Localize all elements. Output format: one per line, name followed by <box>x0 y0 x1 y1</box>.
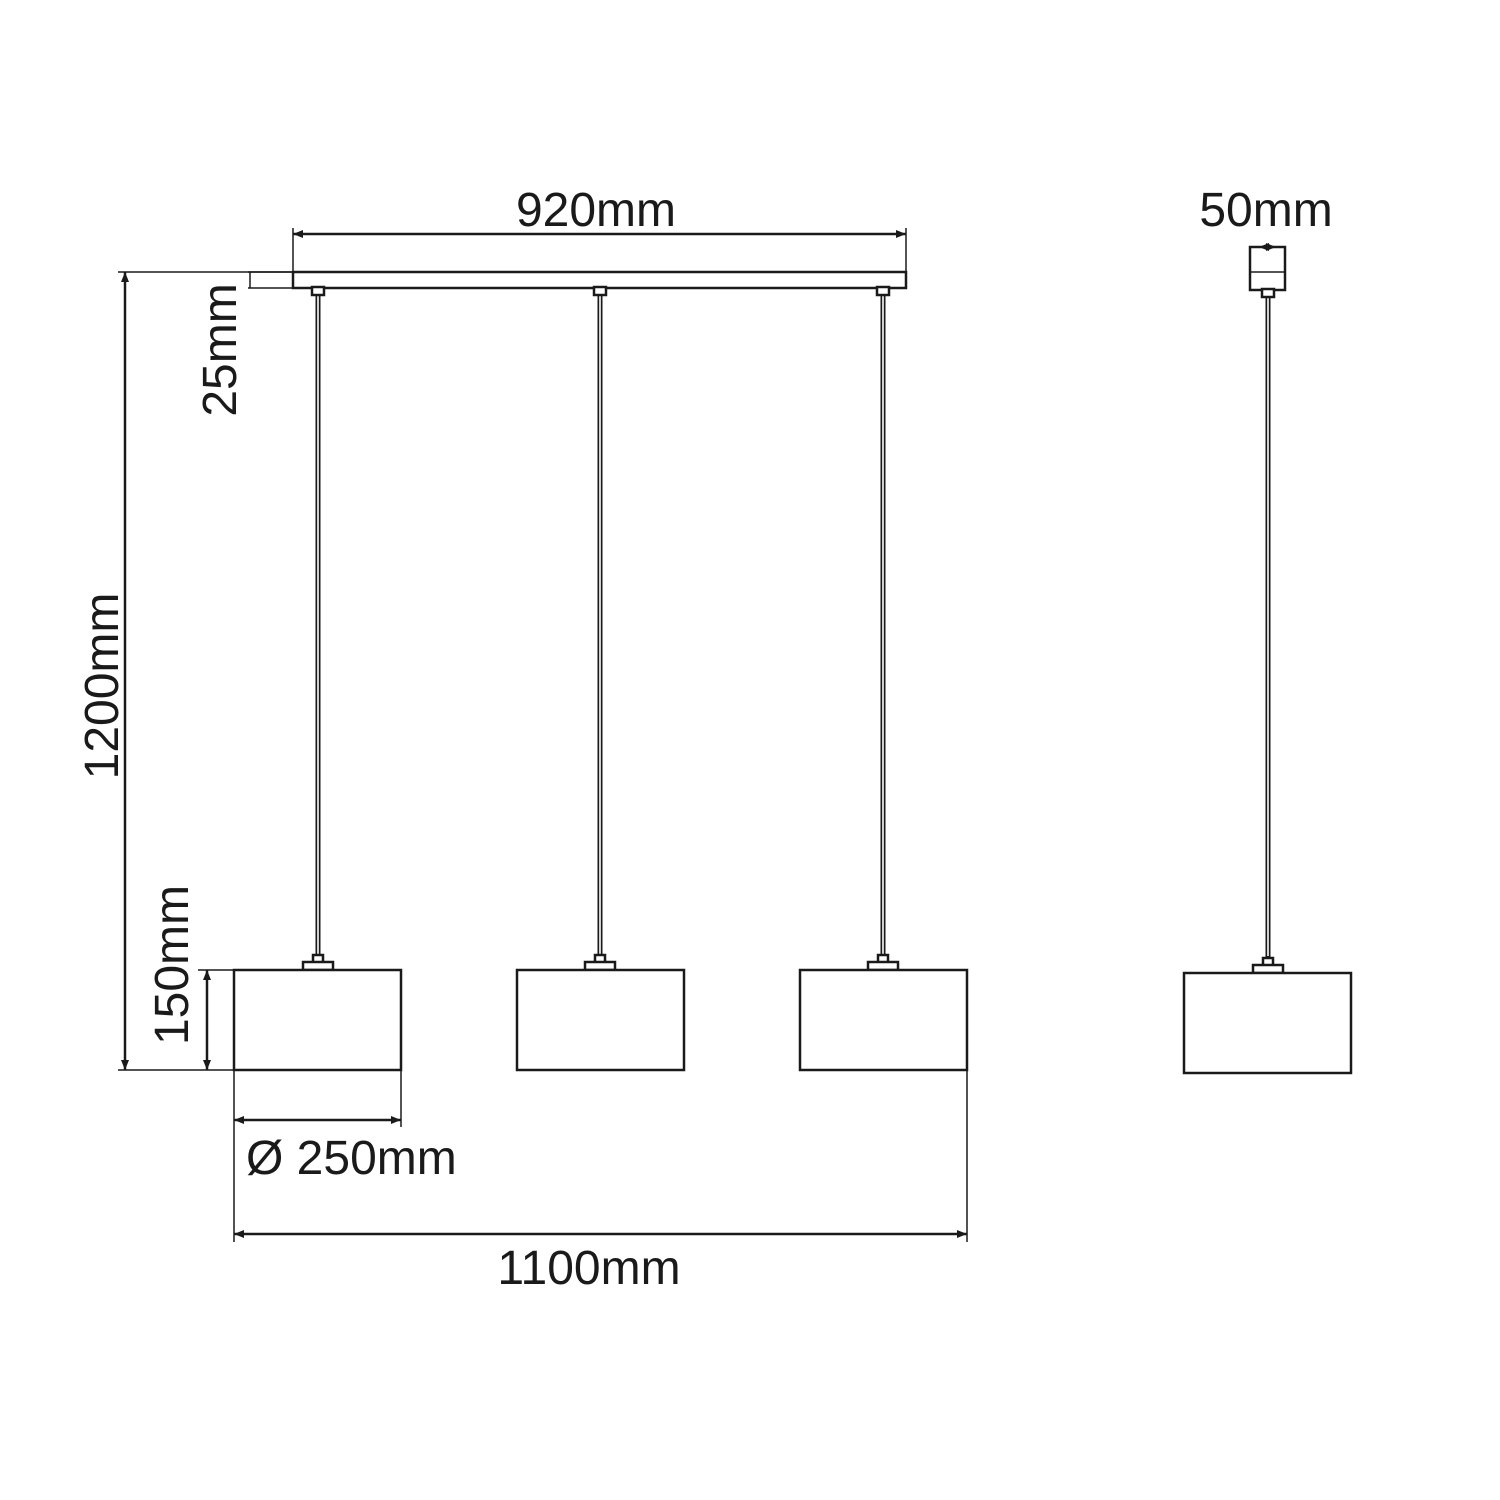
label-canopy-height: 25mm <box>194 283 247 416</box>
lamp-shade-1 <box>232 968 403 1072</box>
side-canopy <box>1248 245 1287 292</box>
lamp-shade-3 <box>798 968 969 1072</box>
dim-canopy-length: 920mm <box>292 184 907 272</box>
label-shade-height: 150mm <box>146 885 199 1045</box>
dim-total-width: 1100mm <box>234 1070 968 1295</box>
dim-shade-height: 150mm <box>146 885 234 1070</box>
lamp-shade-2 <box>515 968 686 1072</box>
canopy-bar <box>291 270 908 290</box>
side-cable <box>1251 287 1285 975</box>
cable-2 <box>583 285 617 972</box>
label-side-canopy-width: 50mm <box>1199 184 1332 237</box>
side-view: 50mm <box>1182 184 1353 1075</box>
cable-3 <box>866 285 900 972</box>
label-total-width: 1100mm <box>497 1242 680 1295</box>
side-lamp-shade <box>1182 971 1353 1075</box>
dim-total-height: 1200mm <box>76 271 293 1071</box>
label-shade-diameter: Ø 250mm <box>246 1132 457 1185</box>
label-canopy-length: 920mm <box>516 184 676 237</box>
dim-side-canopy-width: 50mm <box>1199 184 1333 251</box>
cable-1 <box>301 285 335 972</box>
dim-shade-diameter: Ø 250mm <box>233 1070 457 1242</box>
front-view: 920mm 25mm 1200mm 150mm Ø 250mm <box>76 184 969 1295</box>
label-total-height: 1200mm <box>76 593 129 780</box>
dim-canopy-height: 25mm <box>194 271 293 417</box>
